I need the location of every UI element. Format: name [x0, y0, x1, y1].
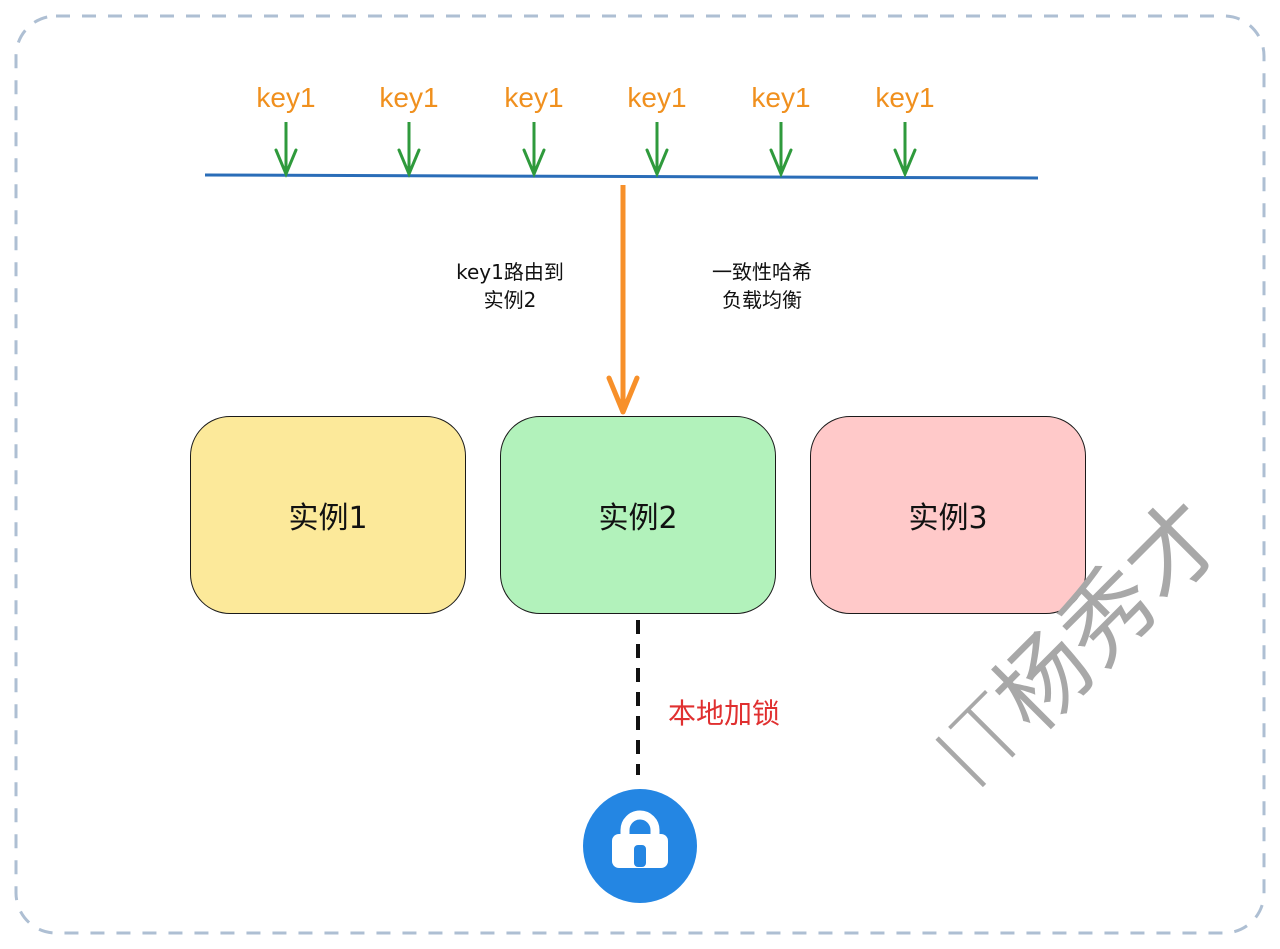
- hash-note-line2: 负载均衡: [722, 288, 802, 312]
- instance-3-label: 实例3: [908, 501, 988, 536]
- local-lock-label: 本地加锁: [668, 697, 781, 730]
- instance-3-box: 实例3: [810, 416, 1086, 614]
- instance-2-label: 实例2: [598, 501, 678, 536]
- hash-note: 一致性哈希 负载均衡: [682, 258, 842, 314]
- key-label: key1: [504, 82, 564, 113]
- route-note-line1: key1路由到: [456, 260, 564, 284]
- route-note-line2: 实例2: [483, 288, 537, 312]
- key-arrow: [522, 122, 546, 178]
- key-arrow: [274, 122, 298, 178]
- route-note: key1路由到 实例2: [430, 258, 590, 314]
- key-label: key1: [751, 82, 811, 113]
- hash-note-line1: 一致性哈希: [712, 260, 812, 284]
- instance-1-box: 实例1: [190, 416, 466, 614]
- instance-2-box: 实例2: [500, 416, 776, 614]
- route-arrow: [606, 185, 640, 415]
- dashed-frame: [14, 14, 1266, 935]
- key-label: key1: [875, 82, 935, 113]
- key-label: key1: [379, 82, 439, 113]
- hash-ring-line: [204, 173, 1039, 180]
- lock-icon: [583, 789, 697, 903]
- key-arrow: [397, 122, 421, 178]
- key-arrow: [893, 122, 917, 178]
- key-arrow: [769, 122, 793, 178]
- key-arrow: [645, 122, 669, 178]
- key-label: key1: [627, 82, 687, 113]
- key-label: key1: [256, 82, 316, 113]
- instance-1-label: 实例1: [288, 501, 368, 536]
